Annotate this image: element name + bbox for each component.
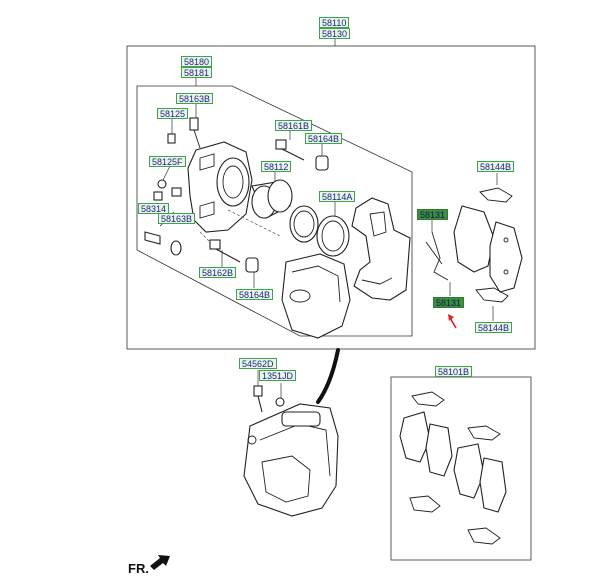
part-label-58144B-upper: 58144B bbox=[477, 161, 515, 172]
assembled-caliper bbox=[243, 403, 339, 517]
brake-pads bbox=[453, 187, 523, 303]
part-label-58125F: 58125F bbox=[149, 156, 186, 167]
part-label-58164B-lower: 58164B bbox=[236, 289, 274, 300]
part-label-58163B-upper: 58163B bbox=[176, 93, 214, 104]
mounting-bolt bbox=[253, 385, 285, 413]
part-label-58101B: 58101B bbox=[435, 366, 473, 377]
bleeder-screw bbox=[167, 117, 201, 149]
part-label-58162B: 58162B bbox=[199, 267, 237, 278]
part-label-58163B-lower: 58163B bbox=[158, 213, 196, 224]
caliper-body-lower bbox=[281, 253, 351, 339]
front-direction-arrow-icon bbox=[150, 555, 170, 570]
fittings bbox=[144, 179, 182, 256]
connection-arc bbox=[316, 348, 340, 404]
part-label-58161B: 58161B bbox=[275, 120, 313, 131]
caliper-bracket bbox=[351, 197, 411, 301]
caliper-housing bbox=[187, 141, 253, 233]
part-label-58131-upper: 58131 bbox=[417, 209, 449, 220]
guide-pins bbox=[199, 139, 329, 273]
part-label-58125: 58125 bbox=[157, 108, 189, 119]
pad-kit bbox=[399, 391, 507, 545]
part-label-58130: 58130 bbox=[319, 28, 351, 39]
part-label-58131-lower: 58131 bbox=[433, 297, 465, 308]
pad-kit-frame bbox=[390, 376, 532, 561]
part-label-58112: 58112 bbox=[261, 161, 292, 172]
part-label-58144B-lower: 58144B bbox=[475, 322, 513, 333]
part-label-58164B-upper: 58164B bbox=[305, 133, 343, 144]
piston-seals bbox=[289, 205, 350, 257]
front-direction-label: FR. bbox=[128, 561, 149, 576]
piston bbox=[251, 179, 293, 219]
part-label-58110: 58110 bbox=[319, 17, 350, 28]
wear-sensor-wire bbox=[425, 231, 449, 281]
part-label-54562D: 54562D bbox=[239, 358, 277, 369]
part-label-58114A: 58114A bbox=[319, 191, 356, 202]
red-arrow-icon bbox=[448, 314, 457, 329]
part-label-58180: 58180 bbox=[181, 56, 213, 67]
caliper-subassembly-frame bbox=[136, 85, 413, 337]
caliper-assembly-frame bbox=[126, 45, 536, 350]
part-label-58181: 58181 bbox=[181, 67, 213, 78]
part-label-1351JD: 1351JD bbox=[259, 370, 297, 381]
part-label-58314: 58314 bbox=[138, 203, 170, 214]
